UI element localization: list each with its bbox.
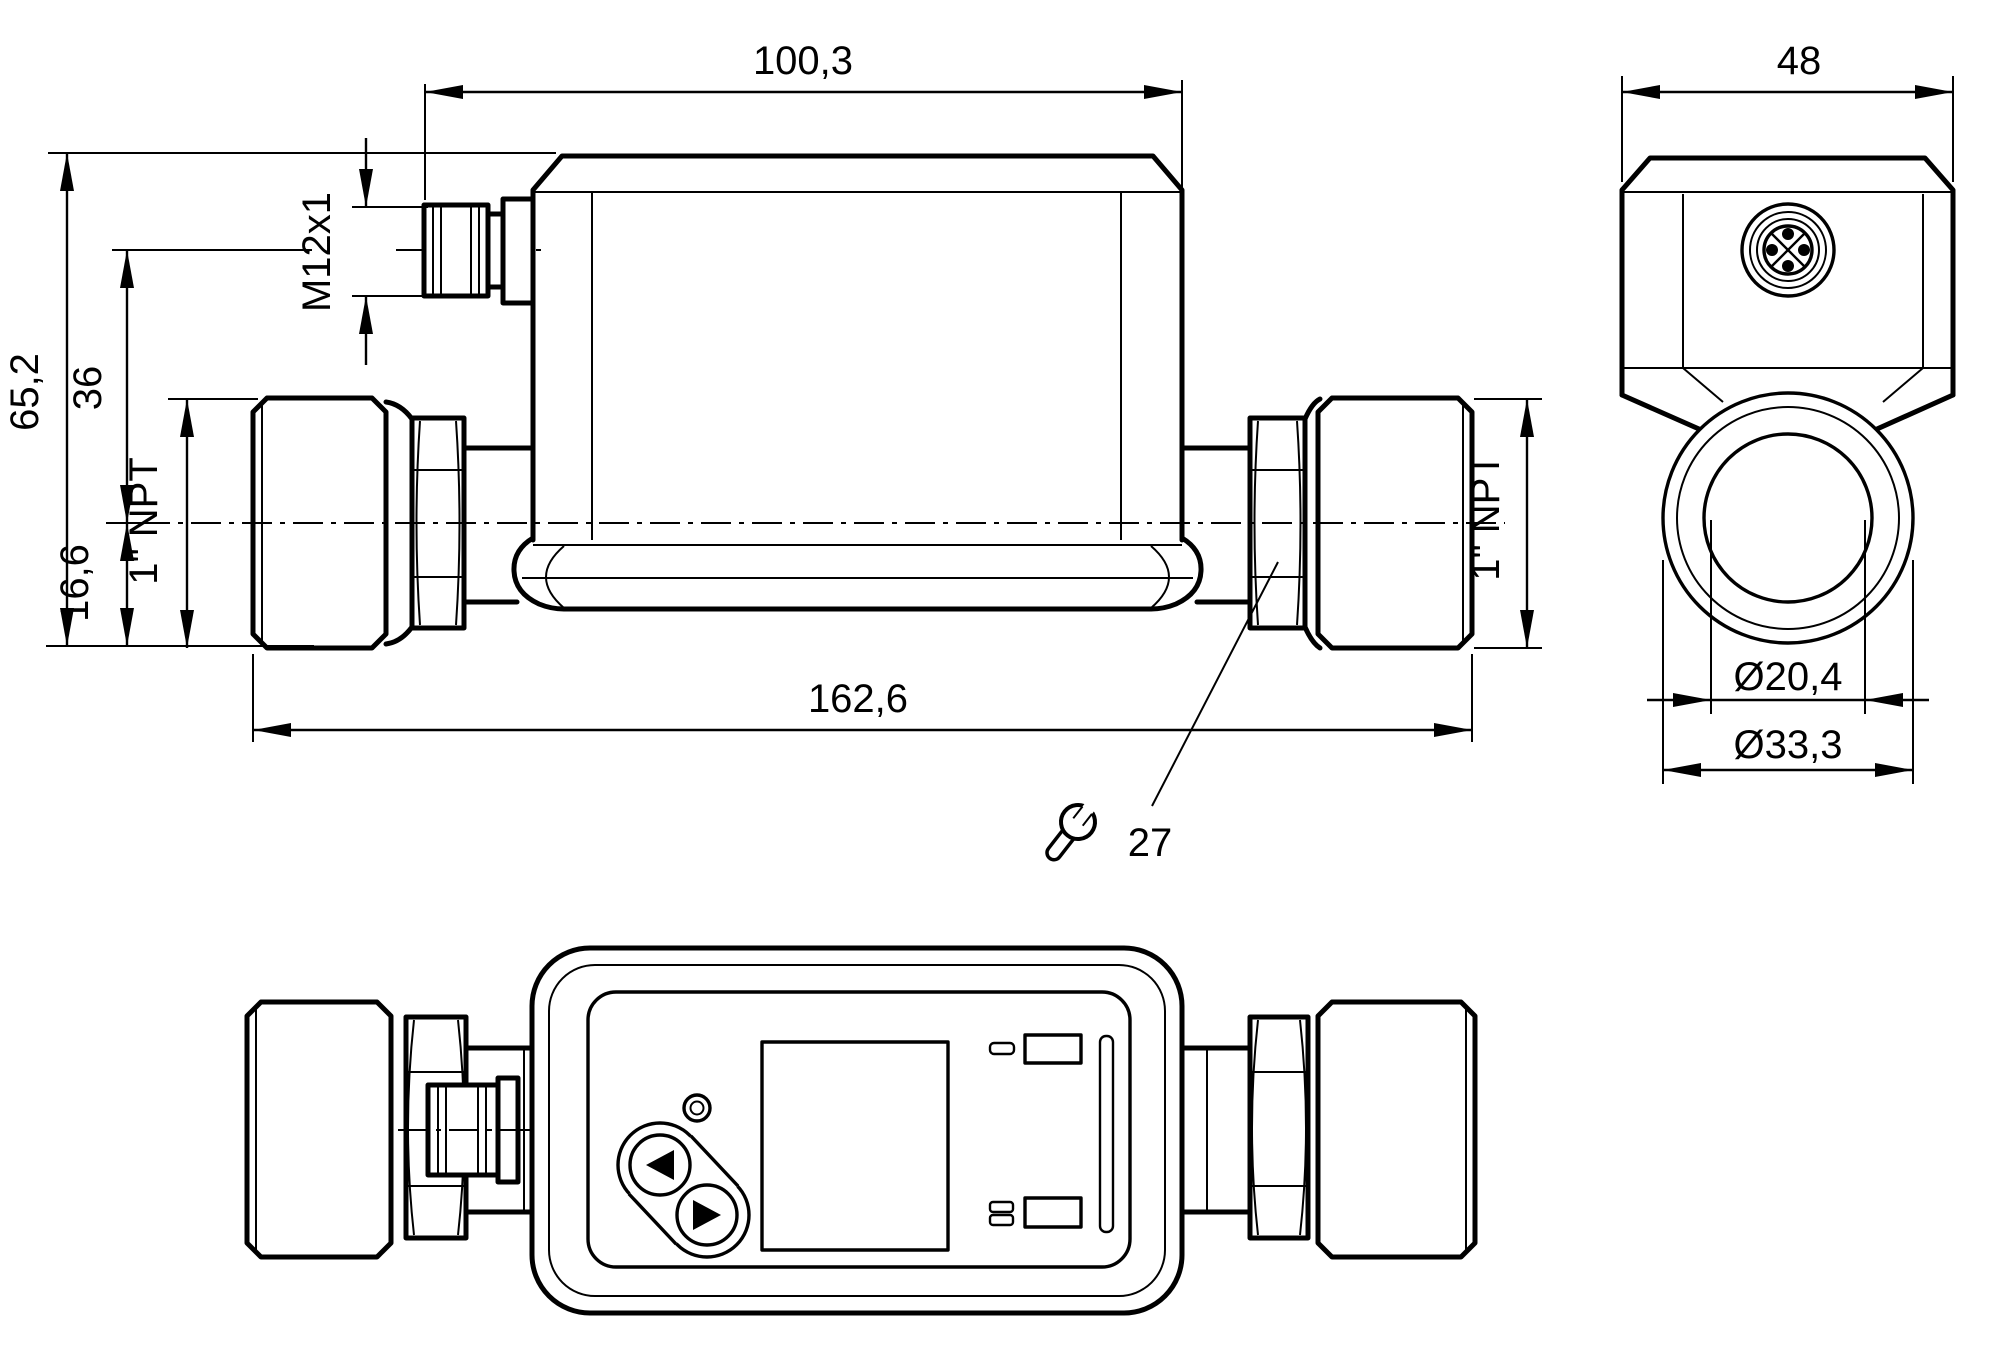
wrench-callout: 27 [1045,561,1279,865]
dim-bore-diameter-label: Ø20,4 [1734,655,1843,699]
dim-overall-length: 162,6 [252,654,1473,742]
display-window [760,1040,950,1252]
wrench-icon [1045,797,1099,862]
front-right-nut [1247,1014,1311,1241]
left-fitting [250,395,389,651]
wrench-size-label: 27 [1128,821,1173,865]
dim-connector-thread: M12x1 [295,138,428,365]
dim-connector-thread-label: M12x1 [295,192,339,312]
dim-pipe-diameter-label: Ø33,3 [1734,723,1843,767]
dim-housing-width: 48 [1621,39,1954,182]
right-nut [1247,415,1308,631]
right-fitting [1315,395,1475,651]
dim-center-to-bottom: 16,6 [53,523,134,646]
dim-head-length-label: 100,3 [753,39,853,83]
right-arrow-icon [693,1200,721,1230]
dim-overall-length-label: 162,6 [808,677,908,721]
m12-connector-face-icon [1740,202,1836,298]
left-arrow-icon [646,1150,674,1180]
dim-center-to-bottom-label: 16,6 [53,544,97,622]
housing-end [1619,155,1956,432]
side-view: 100,3 M12x1 65,2 36 16,6 [3,39,1542,865]
dim-npt-left-label: 1" NPT [122,457,166,585]
dim-overall-height: 65,2 [3,152,556,647]
dim-npt-right: 1" NPT [1464,398,1542,649]
pipe-end [1661,391,1915,645]
dim-head-length: 100,3 [424,39,1183,200]
dim-housing-width-label: 48 [1777,39,1822,83]
dim-overall-height-label: 65,2 [3,353,47,431]
dim-pipe-diameter: Ø33,3 [1662,560,1914,784]
button-group [616,1121,751,1259]
left-nut [409,415,467,631]
m12-connector [396,196,548,306]
front-right-fitting [1315,999,1478,1260]
end-view: 48 [1619,39,1956,784]
dim-center-to-connector: 36 [66,249,312,524]
dim-npt-right-label: 1" NPT [1464,453,1508,581]
dim-center-to-connector-label: 36 [66,366,110,411]
led-indicator [682,1093,712,1123]
dim-bore-diameter: Ø20,4 [1647,520,1929,714]
panel-markings [988,1033,1115,1234]
front-view [244,945,1478,1316]
dim-npt-left: 1" NPT [122,398,258,648]
sensor-head [511,153,1204,612]
front-m12-stub [398,1075,545,1185]
front-left-fitting [244,999,394,1260]
